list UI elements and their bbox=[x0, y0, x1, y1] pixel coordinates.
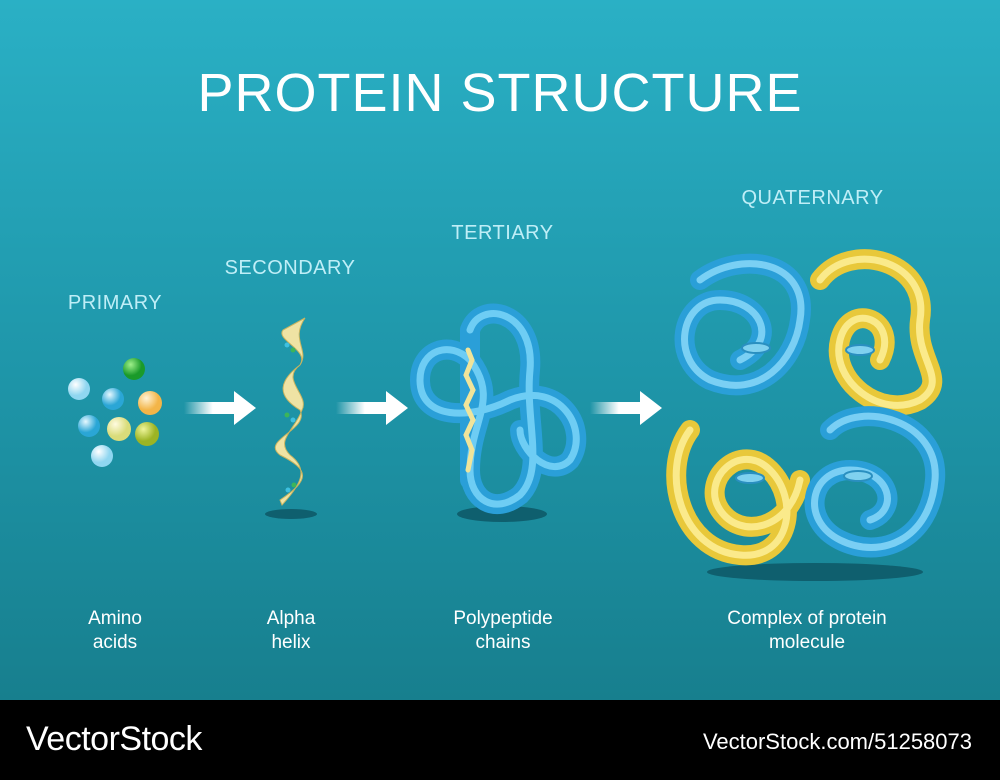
brand-logo: VectorStock bbox=[26, 720, 202, 758]
level-quaternary: QUATERNARY bbox=[741, 187, 884, 209]
amino-acids bbox=[68, 358, 162, 467]
level-tertiary: TERTIARY bbox=[451, 222, 554, 244]
level-primary: PRIMARY bbox=[67, 292, 163, 314]
footer-bar: VectorStock VectorStock.com/51258073 bbox=[0, 700, 1000, 780]
arrows bbox=[184, 391, 662, 425]
tertiary-structure bbox=[409, 303, 587, 522]
stock-id: VectorStock.com/51258073 bbox=[702, 729, 972, 754]
page-title: PROTEIN STRUCTURE bbox=[197, 63, 803, 123]
level-secondary: SECONDARY bbox=[224, 257, 356, 279]
infographic: PROTEIN STRUCTURE PRIMARY SECONDARY TERT… bbox=[0, 0, 1000, 700]
illustration bbox=[68, 249, 946, 581]
alpha-helix bbox=[265, 317, 317, 519]
quaternary-structure bbox=[666, 249, 946, 581]
